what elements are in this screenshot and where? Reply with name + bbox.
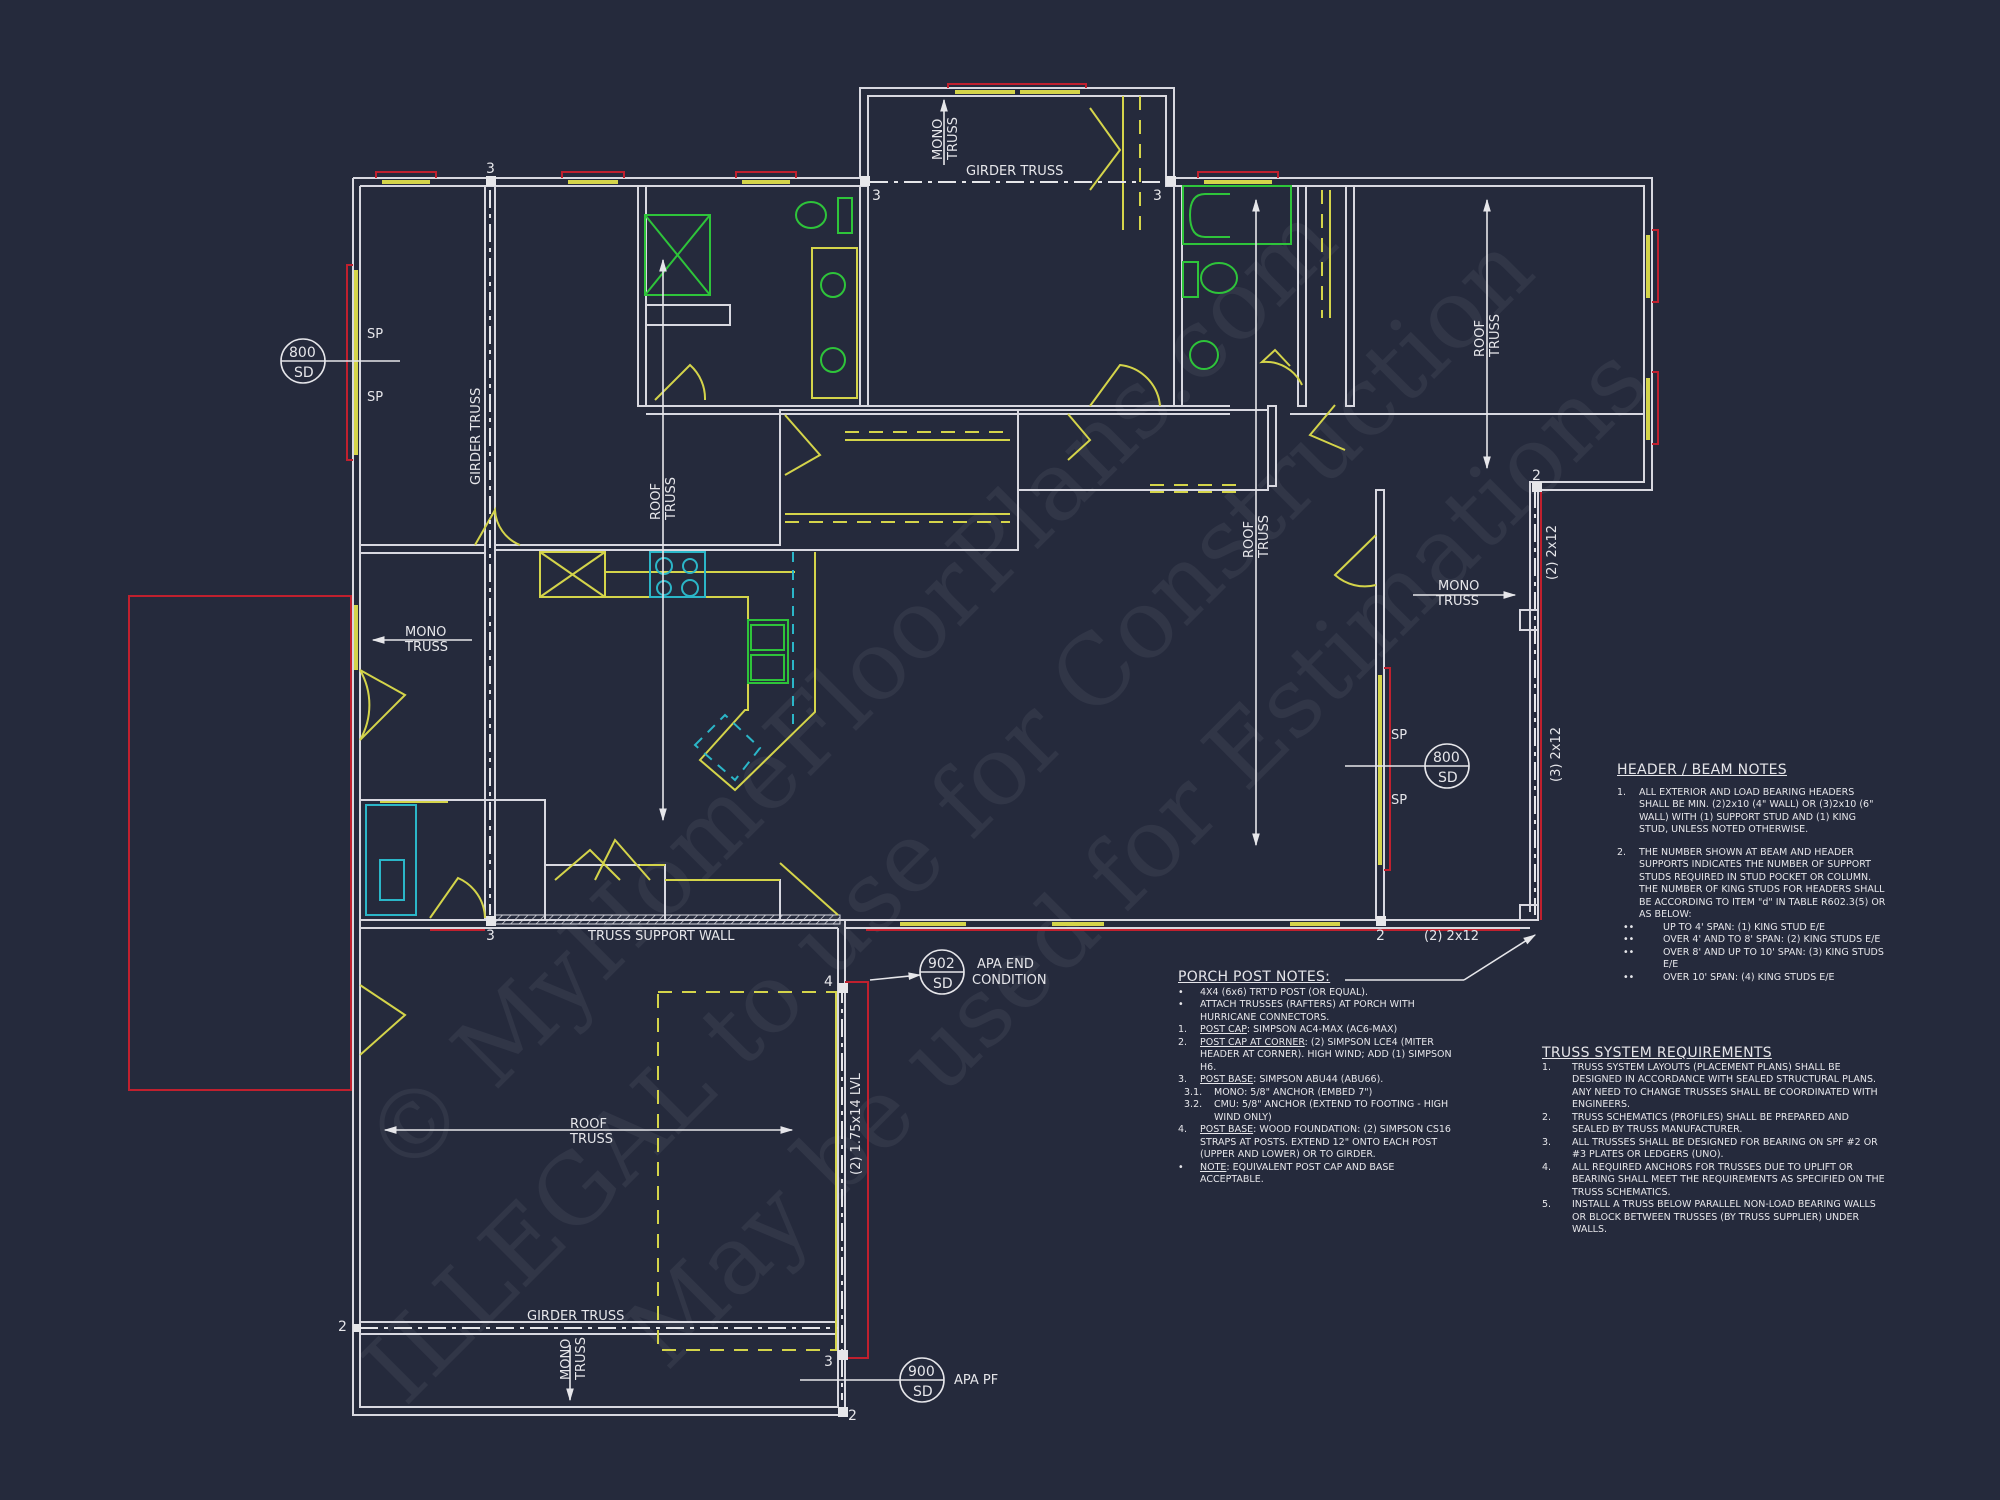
header-beam-note-1: 1.ALL EXTERIOR AND LOAD BEARING HEADERS … bbox=[1617, 786, 1874, 836]
porch-post-notes: PORCH POST NOTES: •4X4 (6x6) TRT'D POST … bbox=[1178, 969, 1458, 1187]
svg-text:(2) 2x12: (2) 2x12 bbox=[1424, 929, 1479, 944]
king-stud-rule-4: ••OVER 10' SPAN: (4) KING STUDS E/E bbox=[1623, 971, 1835, 983]
truss-requirement: 2.TRUSS SCHEMATICS (PROFILES) SHALL BE P… bbox=[1542, 1111, 1849, 1136]
truss-system-requirements: TRUSS SYSTEM REQUIREMENTS 1.TRUSS SYSTEM… bbox=[1542, 1045, 1887, 1237]
svg-text:SD: SD bbox=[913, 1384, 933, 1400]
svg-text:4: 4 bbox=[824, 974, 833, 990]
truss-requirement: 4.ALL REQUIRED ANCHORS FOR TRUSSES DUE T… bbox=[1542, 1161, 1885, 1198]
svg-text:CONDITION: CONDITION bbox=[972, 973, 1047, 988]
svg-text:SP: SP bbox=[367, 390, 383, 405]
svg-text:TRUSS SUPPORT WALL: TRUSS SUPPORT WALL bbox=[587, 929, 735, 944]
svg-text:MONO: MONO bbox=[405, 625, 446, 640]
porch-subnote: 3.2.CMU: 5/8" ANCHOR (EXTEND TO FOOTING … bbox=[1184, 1099, 1449, 1123]
porch-note: 4.POST BASE: WOOD FOUNDATION: (2) SIMPSO… bbox=[1178, 1124, 1451, 1160]
king-stud-rule-1: ••UP TO 4' SPAN: (1) KING STUD E/E bbox=[1623, 921, 1825, 933]
svg-text:2: 2 bbox=[338, 1319, 347, 1335]
truss-requirements-title: TRUSS SYSTEM REQUIREMENTS bbox=[1542, 1045, 1772, 1061]
svg-text:2: 2 bbox=[1532, 468, 1541, 484]
svg-text:800: 800 bbox=[289, 345, 316, 361]
header-beam-notes-title: HEADER / BEAM NOTES bbox=[1617, 762, 1787, 778]
svg-text:(3) 2x12: (3) 2x12 bbox=[1549, 727, 1564, 782]
svg-text:TRUSS: TRUSS bbox=[1257, 515, 1272, 559]
truss-arrows bbox=[371, 98, 1537, 1402]
porch-framing bbox=[657, 981, 869, 1359]
svg-text:TRUSS: TRUSS bbox=[569, 1132, 613, 1147]
doors bbox=[359, 107, 1377, 1056]
porch-subnote: 3.1.MONO: 5/8" ANCHOR (EMBED 7") bbox=[1184, 1086, 1373, 1098]
plan-labels: GIRDER TRUSS GIRDER TRUSS GIRDER TRUSS M… bbox=[338, 117, 1564, 1424]
kitchen bbox=[365, 551, 816, 916]
svg-text:800: 800 bbox=[1433, 750, 1460, 766]
girder-truss-lines bbox=[360, 181, 1542, 1400]
svg-text:2: 2 bbox=[848, 1408, 857, 1424]
svg-text:902: 902 bbox=[928, 956, 955, 972]
porch-note: •NOTE: EQUIVALENT POST CAP AND BASE ACCE… bbox=[1178, 1161, 1395, 1186]
truss-requirement: 3.ALL TRUSSES SHALL BE DESIGNED FOR BEAR… bbox=[1542, 1136, 1878, 1161]
svg-text:3: 3 bbox=[824, 1354, 833, 1370]
svg-text:3: 3 bbox=[1153, 188, 1162, 204]
svg-text:APA PF: APA PF bbox=[954, 1373, 998, 1388]
svg-text:900: 900 bbox=[908, 1364, 935, 1380]
porch-note: •4X4 (6x6) TRT'D POST (OR EQUAL). bbox=[1178, 986, 1369, 998]
svg-text:TRUSS: TRUSS bbox=[946, 117, 961, 161]
svg-text:MONO: MONO bbox=[559, 1339, 574, 1380]
truss-requirement: 1.TRUSS SYSTEM LAYOUTS (PLACEMENT PLANS)… bbox=[1542, 1061, 1878, 1111]
svg-text:SD: SD bbox=[294, 365, 314, 381]
svg-text:SD: SD bbox=[933, 976, 953, 992]
porch-post-notes-title: PORCH POST NOTES: bbox=[1178, 969, 1331, 985]
svg-text:ROOF: ROOF bbox=[649, 483, 664, 520]
callout-900[interactable]: 900 SD APA PF bbox=[800, 1357, 998, 1403]
svg-text:SP: SP bbox=[1391, 793, 1407, 808]
porch-note: 1.POST CAP: SIMPSON AC4-MAX (AC6-MAX) bbox=[1178, 1024, 1398, 1035]
svg-text:SP: SP bbox=[1391, 728, 1407, 743]
side-porch-outline bbox=[128, 595, 352, 1091]
svg-text:TRUSS: TRUSS bbox=[1435, 594, 1479, 609]
svg-text:TRUSS: TRUSS bbox=[1488, 314, 1503, 358]
truss-support-wall-hatch bbox=[494, 914, 841, 925]
svg-text:ROOF: ROOF bbox=[1242, 521, 1257, 558]
porch-note: 3.POST BASE: SIMPSON ABU44 (ABU66). bbox=[1178, 1074, 1384, 1085]
svg-text:TRUSS: TRUSS bbox=[664, 477, 679, 521]
closets bbox=[640, 96, 1331, 881]
truss-requirement: 5.INSTALL A TRUSS BELOW PARALLEL NON-LOA… bbox=[1542, 1199, 1876, 1235]
windows bbox=[346, 83, 1659, 931]
svg-text:3: 3 bbox=[872, 188, 881, 204]
callout-902[interactable]: 902 SD APA END CONDITION bbox=[919, 949, 1047, 995]
header-beam-notes: HEADER / BEAM NOTES 1.ALL EXTERIOR AND L… bbox=[1617, 762, 1887, 984]
svg-text:SP: SP bbox=[367, 327, 383, 342]
svg-text:GIRDER TRUSS: GIRDER TRUSS bbox=[469, 388, 484, 485]
svg-text:(2) 2x12: (2) 2x12 bbox=[1545, 525, 1560, 580]
svg-text:TRUSS: TRUSS bbox=[574, 1337, 589, 1381]
svg-text:2: 2 bbox=[1376, 928, 1385, 944]
callout-800-right[interactable]: 800 SD bbox=[1345, 743, 1470, 789]
svg-text:SD: SD bbox=[1438, 770, 1458, 786]
svg-text:TRUSS: TRUSS bbox=[404, 640, 448, 655]
svg-text:GIRDER TRUSS: GIRDER TRUSS bbox=[527, 1309, 624, 1324]
svg-text:(2) 1.75x14 LVL: (2) 1.75x14 LVL bbox=[849, 1072, 864, 1175]
support-posts bbox=[353, 176, 1542, 1417]
header-beam-note-2: 2.THE NUMBER SHOWN AT BEAM AND HEADER SU… bbox=[1617, 846, 1886, 921]
svg-text:ROOF: ROOF bbox=[570, 1117, 607, 1132]
porch-note: •ATTACH TRUSSES (RAFTERS) AT PORCH WITH … bbox=[1178, 999, 1415, 1023]
callout-800-left[interactable]: 800 SD bbox=[280, 338, 400, 384]
svg-text:May be used for Estimations: May be used for Estimations bbox=[604, 324, 1669, 1389]
porch-note: 2.POST CAP AT CORNER: (2) SIMPSON LCE4 (… bbox=[1178, 1036, 1452, 1073]
svg-text:MONO: MONO bbox=[931, 119, 946, 160]
svg-text:3: 3 bbox=[486, 161, 495, 177]
bath-fixtures bbox=[644, 185, 1292, 399]
svg-text:3: 3 bbox=[486, 928, 495, 944]
svg-text:ILLEGAL to use for Constructio: ILLEGAL to use for Construction bbox=[342, 212, 1554, 1424]
svg-text:MONO: MONO bbox=[1438, 579, 1479, 594]
king-stud-rule-2: ••OVER 4' AND TO 8' SPAN: (2) KING STUDS… bbox=[1623, 934, 1881, 945]
king-stud-rule-3: ••OVER 8' AND UP TO 10' SPAN: (3) KING S… bbox=[1623, 946, 1884, 971]
svg-text:APA END: APA END bbox=[977, 957, 1034, 972]
svg-text:GIRDER TRUSS: GIRDER TRUSS bbox=[966, 164, 1063, 179]
svg-text:ROOF: ROOF bbox=[1473, 320, 1488, 357]
